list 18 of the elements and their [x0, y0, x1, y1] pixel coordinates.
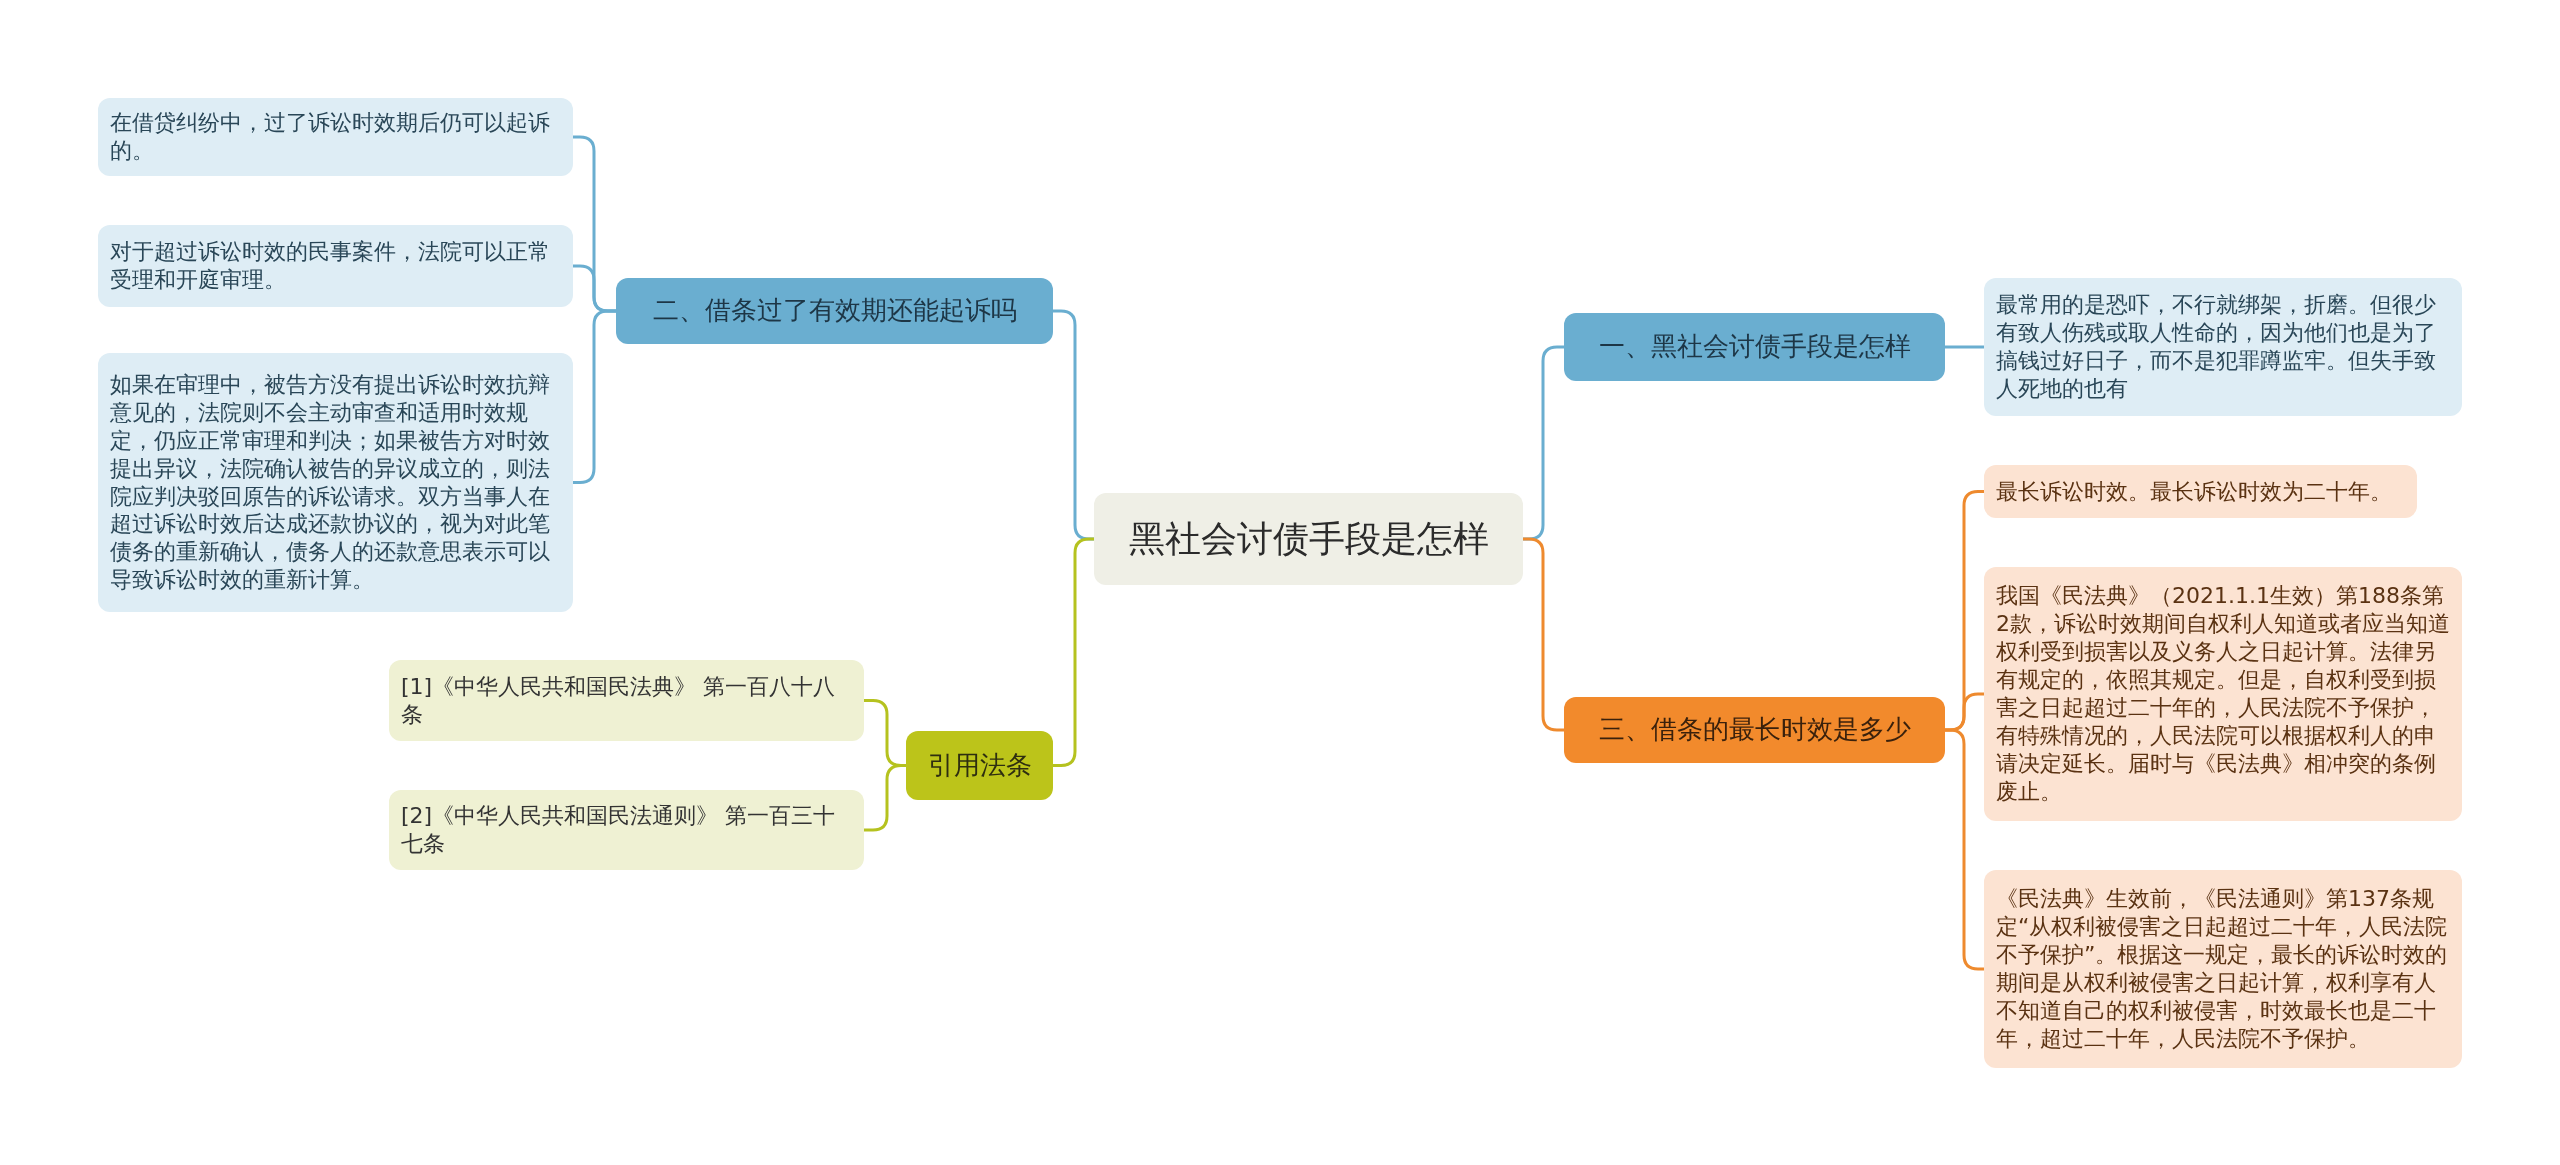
root-topic-box: 黑社会讨债手段是怎样 [1094, 493, 1523, 585]
note-box: 我国《民法典》（2021.1.1生效）第188条第2款，诉讼时效期间自权利人知道或者应当知道权利受到损害以及义务人之日起计算。法律另有规定的，依照其规定。但是，自权利受到损害之日起超过二十年的，人民法院不予保护，有特殊情况的，人民法院可以根据权利人的申请决定延长。届时与《民法典》相冲突的条例废止。 [1984, 567, 2462, 821]
note-box: 对于超过诉讼时效的民事案件，法院可以正常受理和开庭审理。 [98, 225, 573, 307]
connector-line [1945, 345, 1984, 349]
connector-line [573, 309, 616, 484]
note-box: 在借贷纠纷中，过了诉讼时效期后仍可以起诉的。 [98, 98, 573, 176]
connector-line [1053, 537, 1094, 767]
connector-line [1523, 537, 1564, 732]
note-box: 最长诉讼时效。最长诉讼时效为二十年。 [1984, 465, 2417, 518]
topic-box: 二、借条过了有效期还能起诉吗 [616, 278, 1053, 344]
topic-box: 三、借条的最长时效是多少 [1564, 697, 1945, 763]
topic-box: 引用法条 [906, 731, 1053, 800]
note-box: 最常用的是恐吓，不行就绑架，折磨。但很少有致人伤残或取人性命的，因为他们也是为了搞钱过好日子，而不是犯罪蹲监牢。但失手致人死地的也有 [1984, 278, 2462, 416]
topic-box: 一、黑社会讨债手段是怎样 [1564, 313, 1945, 381]
note-box: [1]《中华人民共和国民法典》 第一百八十八条 [389, 660, 864, 741]
note-box: [2]《中华人民共和国民法通则》 第一百三十七条 [389, 790, 864, 870]
note-box: 如果在审理中，被告方没有提出诉讼时效抗辩意见的，法院则不会主动审查和适用时效规定，仍应正常审理和判决；如果被告方对时效提出异议，法院确认被告的异议成立的，则法院应判决驳回原告的诉讼请求。双方当事人在超过诉讼时效后达成还款协议的，视为对此笔债务的重新确认，债务人的还款意思表示可以导致诉讼时效的重新计算。 [98, 353, 573, 612]
note-box: 《民法典》生效前，《民法通则》第137条规定“从权利被侵害之日起超过二十年，人民法院不予保护”。根据这一规定，最长的诉讼时效的期间是从权利被侵害之日起计算，权利享有人不知道自己的权利被侵害，时效最长也是二十年，超过二十年，人民法院不予保护。 [1984, 870, 2462, 1068]
